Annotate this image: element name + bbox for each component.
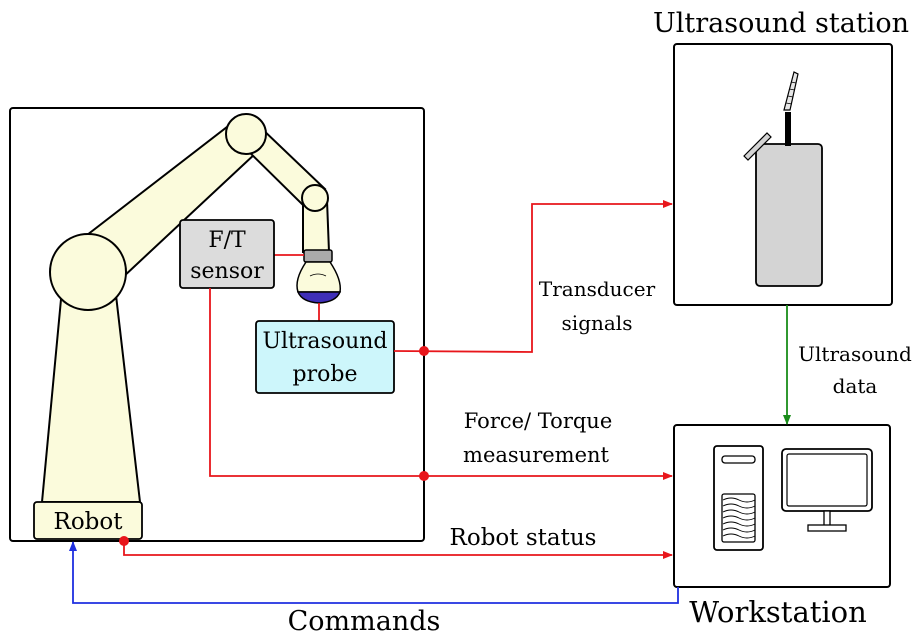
transducer-junction-dot <box>419 346 429 356</box>
robot-wrist-joint <box>301 184 329 212</box>
monitor-icon <box>781 448 873 532</box>
commands-label: Commands <box>288 606 441 637</box>
force-torque-line <box>209 288 673 480</box>
transducer-signal-line <box>393 200 673 353</box>
force-junction-dot <box>419 471 429 481</box>
transducer-label-2: signals <box>562 311 633 335</box>
robot-elbow-joint <box>225 113 267 155</box>
ft-sensor-label-1: F/T <box>208 228 246 253</box>
ft-sensor-box <box>179 219 275 289</box>
commands-line <box>69 541 679 604</box>
robot-label: Robot <box>54 509 124 535</box>
force-label-1: Force/ Torque <box>464 409 613 433</box>
robot-base-column <box>40 277 142 503</box>
robot-label-box <box>33 501 143 540</box>
ultrasound-data-label-2: data <box>833 374 878 398</box>
probe-head-icon <box>296 249 342 304</box>
ultrasound-probe-label-2: probe <box>293 362 358 387</box>
ultrasound-station-title: Ultrasound station <box>653 8 909 39</box>
workstation-title: Workstation <box>689 595 867 629</box>
computer-tower-icon <box>713 445 764 551</box>
ultrasound-station-box <box>673 43 893 306</box>
ft-sensor-label-2: sensor <box>190 259 264 284</box>
force-label-2: measurement <box>463 443 609 467</box>
workstation-box <box>673 424 891 588</box>
robot-status-dot <box>119 536 129 546</box>
robot-enclosure <box>9 107 425 542</box>
ultrasound-data-label-1: Ultrasound <box>798 342 912 366</box>
ultrasound-probe-label-1: Ultrasound <box>262 329 387 354</box>
ultrasound-machine-icon <box>743 71 823 287</box>
robot-status-label: Robot status <box>450 525 597 551</box>
robot-shoulder-joint <box>49 233 127 311</box>
robot-arm <box>40 113 331 503</box>
ultrasound-probe-box <box>255 320 395 394</box>
transducer-label-1: Transducer <box>539 277 656 301</box>
